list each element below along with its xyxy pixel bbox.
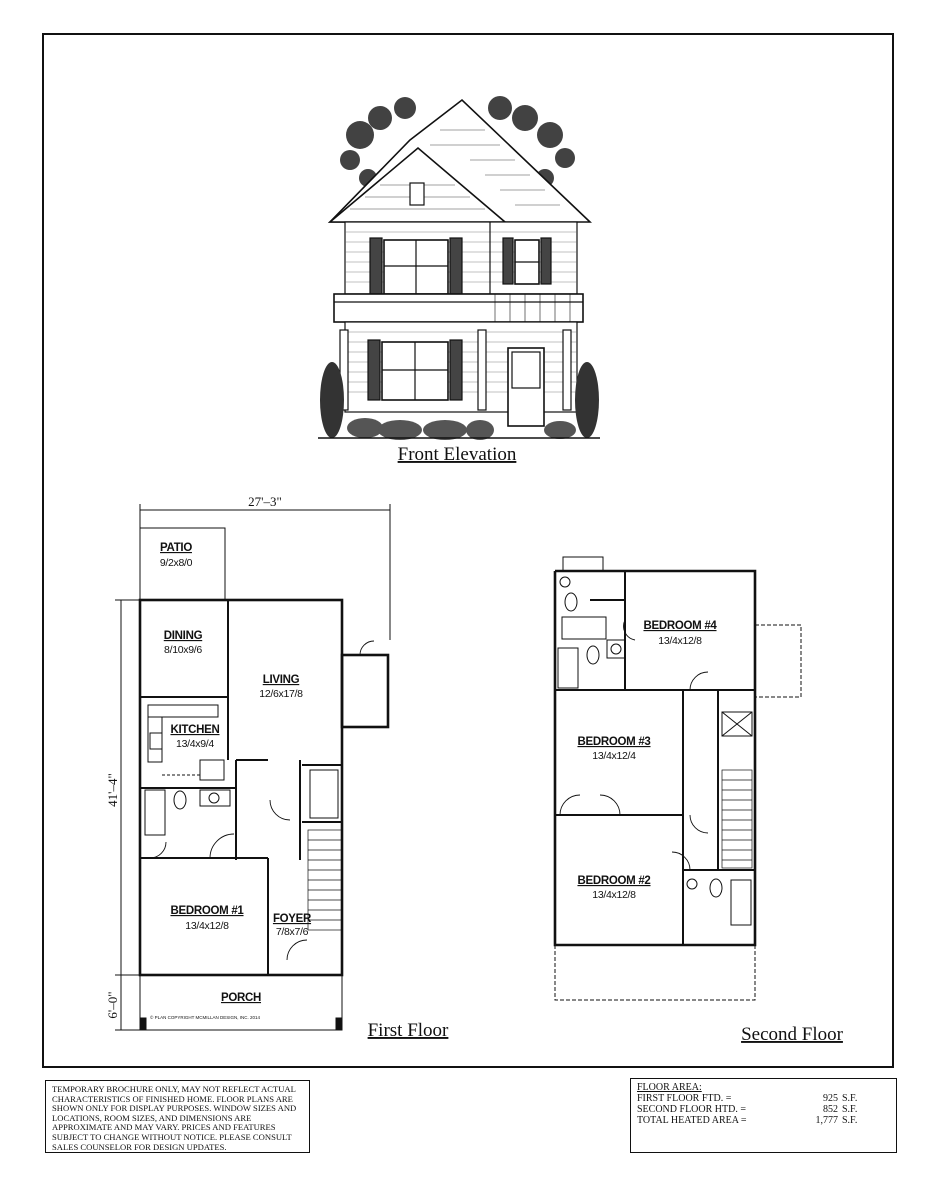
elevation-caption: Front Elevation — [398, 444, 517, 465]
dining-label: DINING — [164, 630, 203, 642]
first-floor-area-value: 925 — [823, 1093, 838, 1104]
bedroom4-size: 13/4x12/8 — [658, 635, 702, 647]
depth-dimension: 41'–4" — [105, 773, 120, 807]
bedroom4-label: BEDROOM #4 — [643, 620, 717, 632]
total-area-value: 1,777 — [815, 1115, 839, 1126]
kitchen-size: 13/4x9/4 — [176, 738, 214, 750]
disclaimer-text: Temporary brochure only, may not reflect… — [52, 1084, 297, 1152]
patio-size: 9/2x8/0 — [160, 557, 193, 569]
porch-dimension: 6'–0" — [105, 991, 120, 1018]
floor-area-row: SECOND FLOOR HTD. = 852 S.F. — [637, 1104, 890, 1115]
bedroom1-size: 13/4x12/8 — [185, 920, 229, 932]
second-floor-caption: Second Floor — [741, 1024, 844, 1045]
bedroom2-label: BEDROOM #2 — [577, 875, 650, 887]
bedroom3-label: BEDROOM #3 — [577, 736, 650, 748]
first-floor-plan — [115, 504, 391, 1031]
dining-size: 8/10x9/6 — [164, 644, 202, 656]
kitchen-label: KITCHEN — [170, 724, 219, 736]
drawing-canvas: Front Elevation — [105, 96, 844, 1045]
porch-label: PORCH — [221, 992, 261, 1004]
patio-label: PATIO — [160, 542, 192, 554]
total-area-unit: S.F. — [842, 1115, 858, 1126]
second-floor-plan — [553, 556, 802, 1001]
floor-area-row: TOTAL HEATED AREA = 1,777 S.F. — [637, 1115, 890, 1126]
width-dimension: 27'–3" — [248, 494, 282, 509]
second-floor-area-label: SECOND FLOOR HTD. = — [637, 1104, 746, 1115]
second-floor-area-unit: S.F. — [842, 1104, 858, 1115]
bedroom1-label: BEDROOM #1 — [170, 905, 244, 917]
bedroom3-size: 13/4x12/4 — [592, 750, 636, 762]
first-floor-area-label: FIRST FLOOR FTD. = — [637, 1093, 732, 1104]
foyer-size: 7/8x7/6 — [276, 926, 309, 938]
living-label: LIVING — [263, 674, 300, 686]
drawing-frame — [42, 33, 894, 1068]
front-elevation — [318, 96, 600, 440]
living-size: 12/6x17/8 — [259, 688, 303, 700]
second-floor-area-value: 852 — [823, 1104, 838, 1115]
floor-area-title: FLOOR AREA: — [637, 1082, 702, 1093]
copyright-note: © PLAN COPYRIGHT MCMILLAN DESIGN, INC. 2… — [150, 1014, 261, 1020]
floor-area-row: FIRST FLOOR FTD. = 925 S.F. — [637, 1093, 890, 1104]
total-area-label: TOTAL HEATED AREA = — [637, 1115, 747, 1126]
first-floor-area-unit: S.F. — [842, 1093, 858, 1104]
bedroom2-size: 13/4x12/8 — [592, 889, 636, 901]
foyer-label: FOYER — [273, 913, 312, 925]
disclaimer-box: Temporary brochure only, may not reflect… — [45, 1080, 310, 1153]
first-floor-caption: First Floor — [368, 1020, 449, 1041]
floor-area-box: FLOOR AREA: FIRST FLOOR FTD. = 925 S.F. … — [630, 1078, 897, 1153]
